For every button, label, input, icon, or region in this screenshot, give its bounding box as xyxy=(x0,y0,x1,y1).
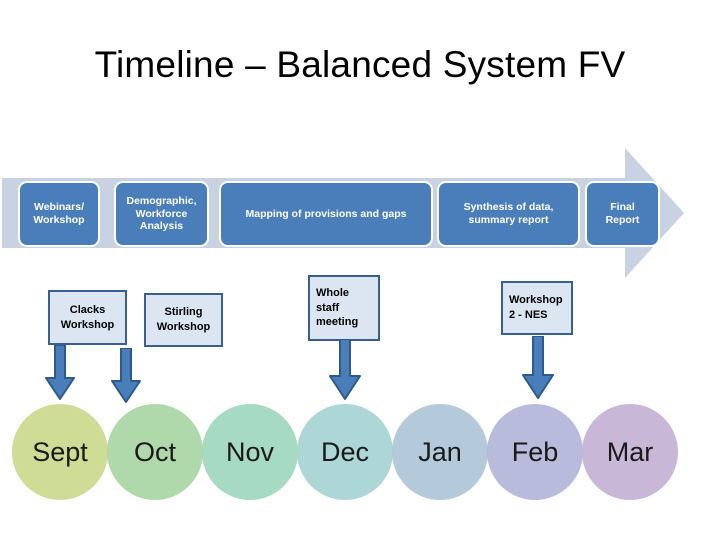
phase-line-1: Synthesis of data, xyxy=(463,201,554,214)
month-circle-jan[interactable] xyxy=(392,404,488,500)
phase-box-text: Mapping of provisions and gaps xyxy=(245,208,406,221)
phase-line-2: Report xyxy=(605,214,640,226)
event-line-1: Workshop xyxy=(509,294,563,307)
month-circle-dec[interactable] xyxy=(297,404,393,500)
event-box-clacks-workshop[interactable]: Clacks Workshop xyxy=(48,290,127,345)
phase-line-1: Final xyxy=(610,201,635,214)
event-box-workshop-2-nes[interactable]: Workshop 2 - NES xyxy=(501,281,573,335)
month-label-mar: Mar xyxy=(606,437,654,467)
page-title: Timeline – Balanced System FV xyxy=(94,44,626,85)
phase-box-text: Final Report xyxy=(606,201,640,227)
arrow-to-feb-icon xyxy=(521,336,555,400)
phase-box-mapping[interactable]: Mapping of provisions and gaps xyxy=(219,181,433,247)
arrow-to-sept-icon xyxy=(44,345,76,401)
month-circle-oct[interactable] xyxy=(107,404,203,500)
arrow-to-oct-icon xyxy=(110,348,142,404)
arrow-to-dec-icon xyxy=(328,339,362,401)
month-label-nov: Nov xyxy=(225,437,274,467)
month-circle-mar[interactable] xyxy=(582,404,678,500)
event-line-2: Workshop xyxy=(156,321,211,333)
phase-line-1: Webinars/ xyxy=(34,201,84,214)
phase-box-text: Synthesis of data, summary report xyxy=(464,201,554,227)
phase-box-webinars[interactable]: Webinars/ Workshop xyxy=(18,181,100,247)
month-label-dec: Dec xyxy=(320,437,369,467)
event-line-3: meeting xyxy=(316,316,359,329)
event-line-2: 2 - NES xyxy=(509,309,548,321)
month-label-feb: Feb xyxy=(511,437,559,467)
event-line-2: Workshop xyxy=(60,318,115,331)
event-line-1: Whole xyxy=(316,287,349,300)
phase-box-final-report[interactable]: Final Report xyxy=(585,181,660,247)
month-label-jan: Jan xyxy=(418,437,462,467)
event-box-text: Stirling Workshop xyxy=(157,305,211,334)
event-box-whole-staff-meeting[interactable]: Whole staff meeting xyxy=(308,275,380,341)
event-box-text: Clacks Workshop xyxy=(61,303,115,332)
month-label-oct: Oct xyxy=(133,437,176,467)
phase-line-1: Demographic, xyxy=(126,194,197,207)
phase-line-2: Workshop xyxy=(33,214,85,226)
event-box-stirling-workshop[interactable]: Stirling Workshop xyxy=(144,293,223,347)
month-circle-sept[interactable] xyxy=(12,404,108,500)
phase-line-3: Analysis xyxy=(139,220,184,233)
month-circle-nov[interactable] xyxy=(202,404,298,500)
phase-line-1: Mapping of provisions and gaps xyxy=(245,207,407,220)
phase-box-demographic[interactable]: Demographic, Workforce Analysis xyxy=(114,181,209,247)
event-line-2: staff xyxy=(316,301,340,314)
phase-box-text: Demographic, Workforce Analysis xyxy=(126,195,196,233)
event-line-1: Stirling xyxy=(164,306,203,319)
event-box-text: Whole staff meeting xyxy=(316,286,358,330)
event-line-1: Clacks xyxy=(69,303,106,316)
month-label-sept: Sept xyxy=(32,437,88,467)
phase-box-synthesis[interactable]: Synthesis of data, summary report xyxy=(437,181,580,247)
phase-box-text: Webinars/ Workshop xyxy=(33,201,84,227)
phase-line-2: Workforce xyxy=(135,207,188,220)
month-circle-feb[interactable] xyxy=(487,404,583,500)
phase-line-2: summary report xyxy=(468,214,549,226)
event-box-text: Workshop 2 - NES xyxy=(509,293,563,322)
